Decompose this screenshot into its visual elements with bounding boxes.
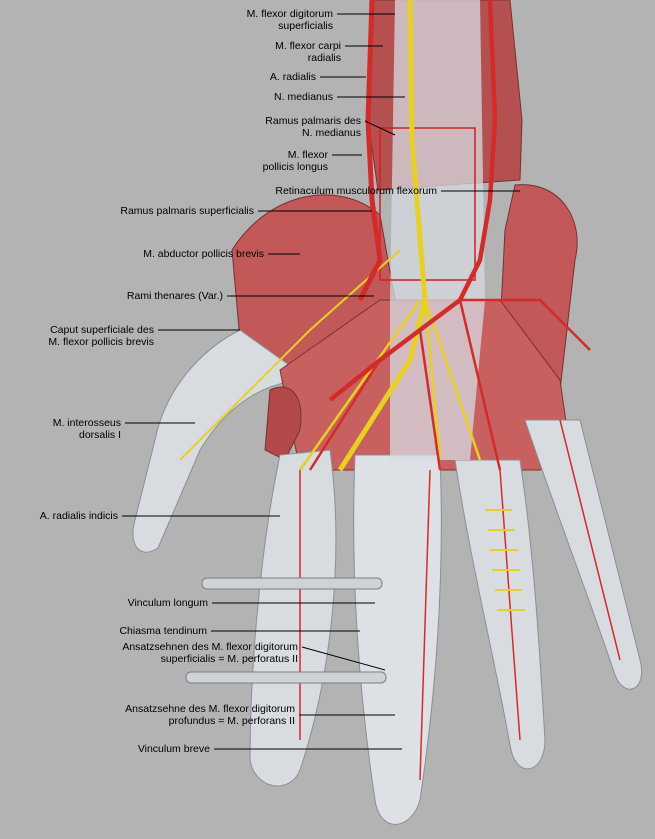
label-ramus-palmaris-superficialis: Ramus palmaris superficialis <box>120 205 254 217</box>
radial-artery <box>357 0 383 302</box>
finger-annular-ligaments <box>485 509 525 611</box>
retinaculum-box <box>379 127 476 281</box>
probe-rod-upper <box>201 577 383 590</box>
label-vinculum-longum: Vinculum longum <box>127 597 208 609</box>
label-a-radialis-indicis: A. radialis indicis <box>39 510 118 522</box>
little-finger <box>524 419 643 690</box>
leader-lines <box>122 13 520 750</box>
index-finger <box>249 449 337 787</box>
middle-finger <box>353 454 442 825</box>
ulnar-artery <box>328 0 498 402</box>
thumb <box>132 329 312 553</box>
interosseus-muscle <box>264 386 302 461</box>
ring-finger <box>454 459 546 770</box>
label-rami-thenares: Rami thenares (Var.) <box>126 290 223 302</box>
label-chiasma-tendinum: Chiasma tendinum <box>119 625 207 637</box>
flexor-tendons <box>390 0 485 460</box>
label-a-radialis: A. radialis <box>269 71 316 83</box>
probe-rod-lower <box>185 671 387 684</box>
label-vinculum-breve: Vinculum breve <box>137 743 210 755</box>
label-abductor-pollicis-brevis: M. abductor pollicis brevis <box>143 248 264 260</box>
label-n-medianus: N. medianus <box>274 91 333 103</box>
label-retinaculum: Retinaculum musculorum flexorum <box>275 185 437 197</box>
